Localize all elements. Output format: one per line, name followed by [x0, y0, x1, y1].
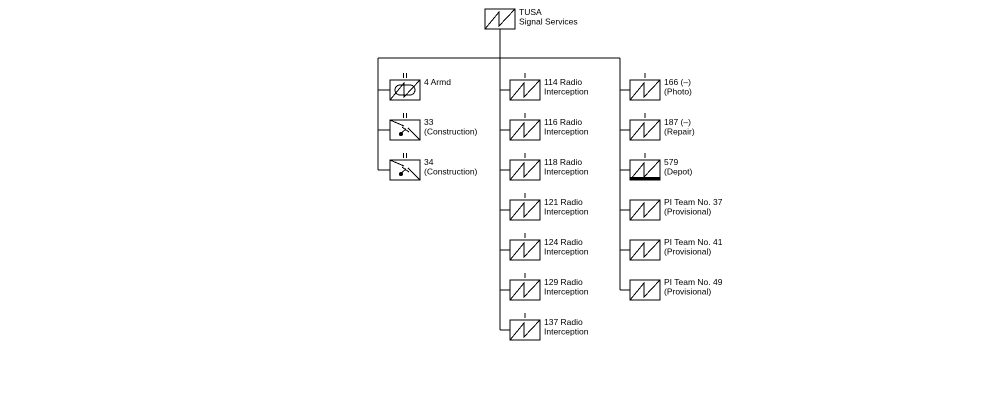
- unit-frame: [629, 79, 661, 101]
- unit-designation: PI Team No. 37: [664, 197, 723, 207]
- unit-frame: [509, 319, 541, 341]
- unit-subtitle: Interception: [544, 287, 589, 297]
- unit-subtitle: (Depot): [664, 167, 693, 177]
- unit-designation: 33: [424, 117, 434, 127]
- unit-subtitle: Signal Services: [519, 17, 578, 27]
- unit-frame: [509, 199, 541, 221]
- signal-bolt-icon: [629, 279, 661, 301]
- unit-node: 166 (–)(Photo): [629, 73, 692, 101]
- unit-node: PI Team No. 37(Provisional): [629, 197, 723, 221]
- signal-bolt-icon: [389, 119, 405, 127]
- armor-oval-icon: [394, 84, 416, 96]
- unit-subtitle: (Provisional): [664, 287, 711, 297]
- unit-frame: [509, 159, 541, 181]
- unit-subtitle: Interception: [544, 207, 589, 217]
- unit-subtitle: Interception: [544, 247, 589, 257]
- signal-bolt-icon: [629, 199, 661, 221]
- unit-node: 33(Construction): [389, 113, 478, 141]
- signal-bolt-icon: [509, 319, 541, 341]
- signal-bolt-icon: [629, 159, 661, 181]
- unit-node: 187 (–)(Repair): [629, 113, 695, 141]
- unit-frame: [509, 279, 541, 301]
- unit-subtitle: (Construction): [424, 127, 478, 137]
- unit-designation: 129 Radio: [544, 277, 583, 287]
- signal-bolt-icon: [509, 279, 541, 301]
- unit-designation: PI Team No. 41: [664, 237, 723, 247]
- signal-bolt-icon: [509, 239, 541, 261]
- signal-bolt-icon: [509, 199, 541, 221]
- unit-subtitle: (Construction): [424, 167, 478, 177]
- unit-designation: 187 (–): [664, 117, 691, 127]
- signal-bolt-icon: [629, 239, 661, 261]
- signal-bolt-icon: [509, 119, 541, 141]
- signal-bolt-icon: [389, 79, 421, 101]
- signal-bolt-icon: [629, 119, 661, 141]
- unit-subtitle: Interception: [544, 327, 589, 337]
- unit-designation: 116 Radio: [544, 117, 582, 127]
- signal-bolt-icon: [389, 159, 405, 167]
- signal-bolt-icon: [484, 8, 516, 30]
- unit-node: 34(Construction): [389, 153, 478, 181]
- unit-designation: 124 Radio: [544, 237, 583, 247]
- connector-lines: [377, 29, 630, 331]
- depot-bar-icon: [630, 177, 660, 180]
- unit-designation: 118 Radio: [544, 157, 582, 167]
- unit-subtitle: (Photo): [664, 87, 692, 97]
- unit-nodes: 4 Armd33(Construction)34(Construction)11…: [389, 73, 723, 341]
- unit-frame: [629, 199, 661, 221]
- unit-subtitle: Interception: [544, 87, 589, 97]
- unit-frame: [509, 119, 541, 141]
- unit-designation: 166 (–): [664, 77, 691, 87]
- unit-designation: 137 Radio: [544, 317, 583, 327]
- unit-designation: 4 Armd: [424, 77, 451, 87]
- signal-bolt-icon: [629, 79, 661, 101]
- unit-frame: [509, 79, 541, 101]
- unit-node: 579(Depot): [629, 153, 693, 181]
- unit-frame: [484, 8, 516, 30]
- unit-designation: 121 Radio: [544, 197, 583, 207]
- unit-designation: 114 Radio: [544, 77, 582, 87]
- unit-subtitle: Interception: [544, 167, 589, 177]
- unit-frame: [389, 79, 421, 101]
- signal-bolt-icon: [509, 79, 541, 101]
- unit-designation: 579: [664, 157, 678, 167]
- unit-designation: 34: [424, 157, 434, 167]
- unit-frame: [629, 239, 661, 261]
- unit-node: PI Team No. 41(Provisional): [629, 237, 723, 261]
- unit-subtitle: Interception: [544, 127, 589, 137]
- unit-designation: TUSA: [519, 7, 542, 17]
- unit-node: PI Team No. 49(Provisional): [629, 277, 723, 301]
- unit-subtitle: (Repair): [664, 127, 695, 137]
- unit-subtitle: (Provisional): [664, 207, 711, 217]
- unit-frame: [509, 239, 541, 261]
- unit-frame: [629, 279, 661, 301]
- signal-bolt-icon: [509, 159, 541, 181]
- unit-node: 4 Armd: [389, 73, 451, 101]
- unit-designation: PI Team No. 49: [664, 277, 723, 287]
- unit-subtitle: (Provisional): [664, 247, 711, 257]
- unit-frame: [629, 119, 661, 141]
